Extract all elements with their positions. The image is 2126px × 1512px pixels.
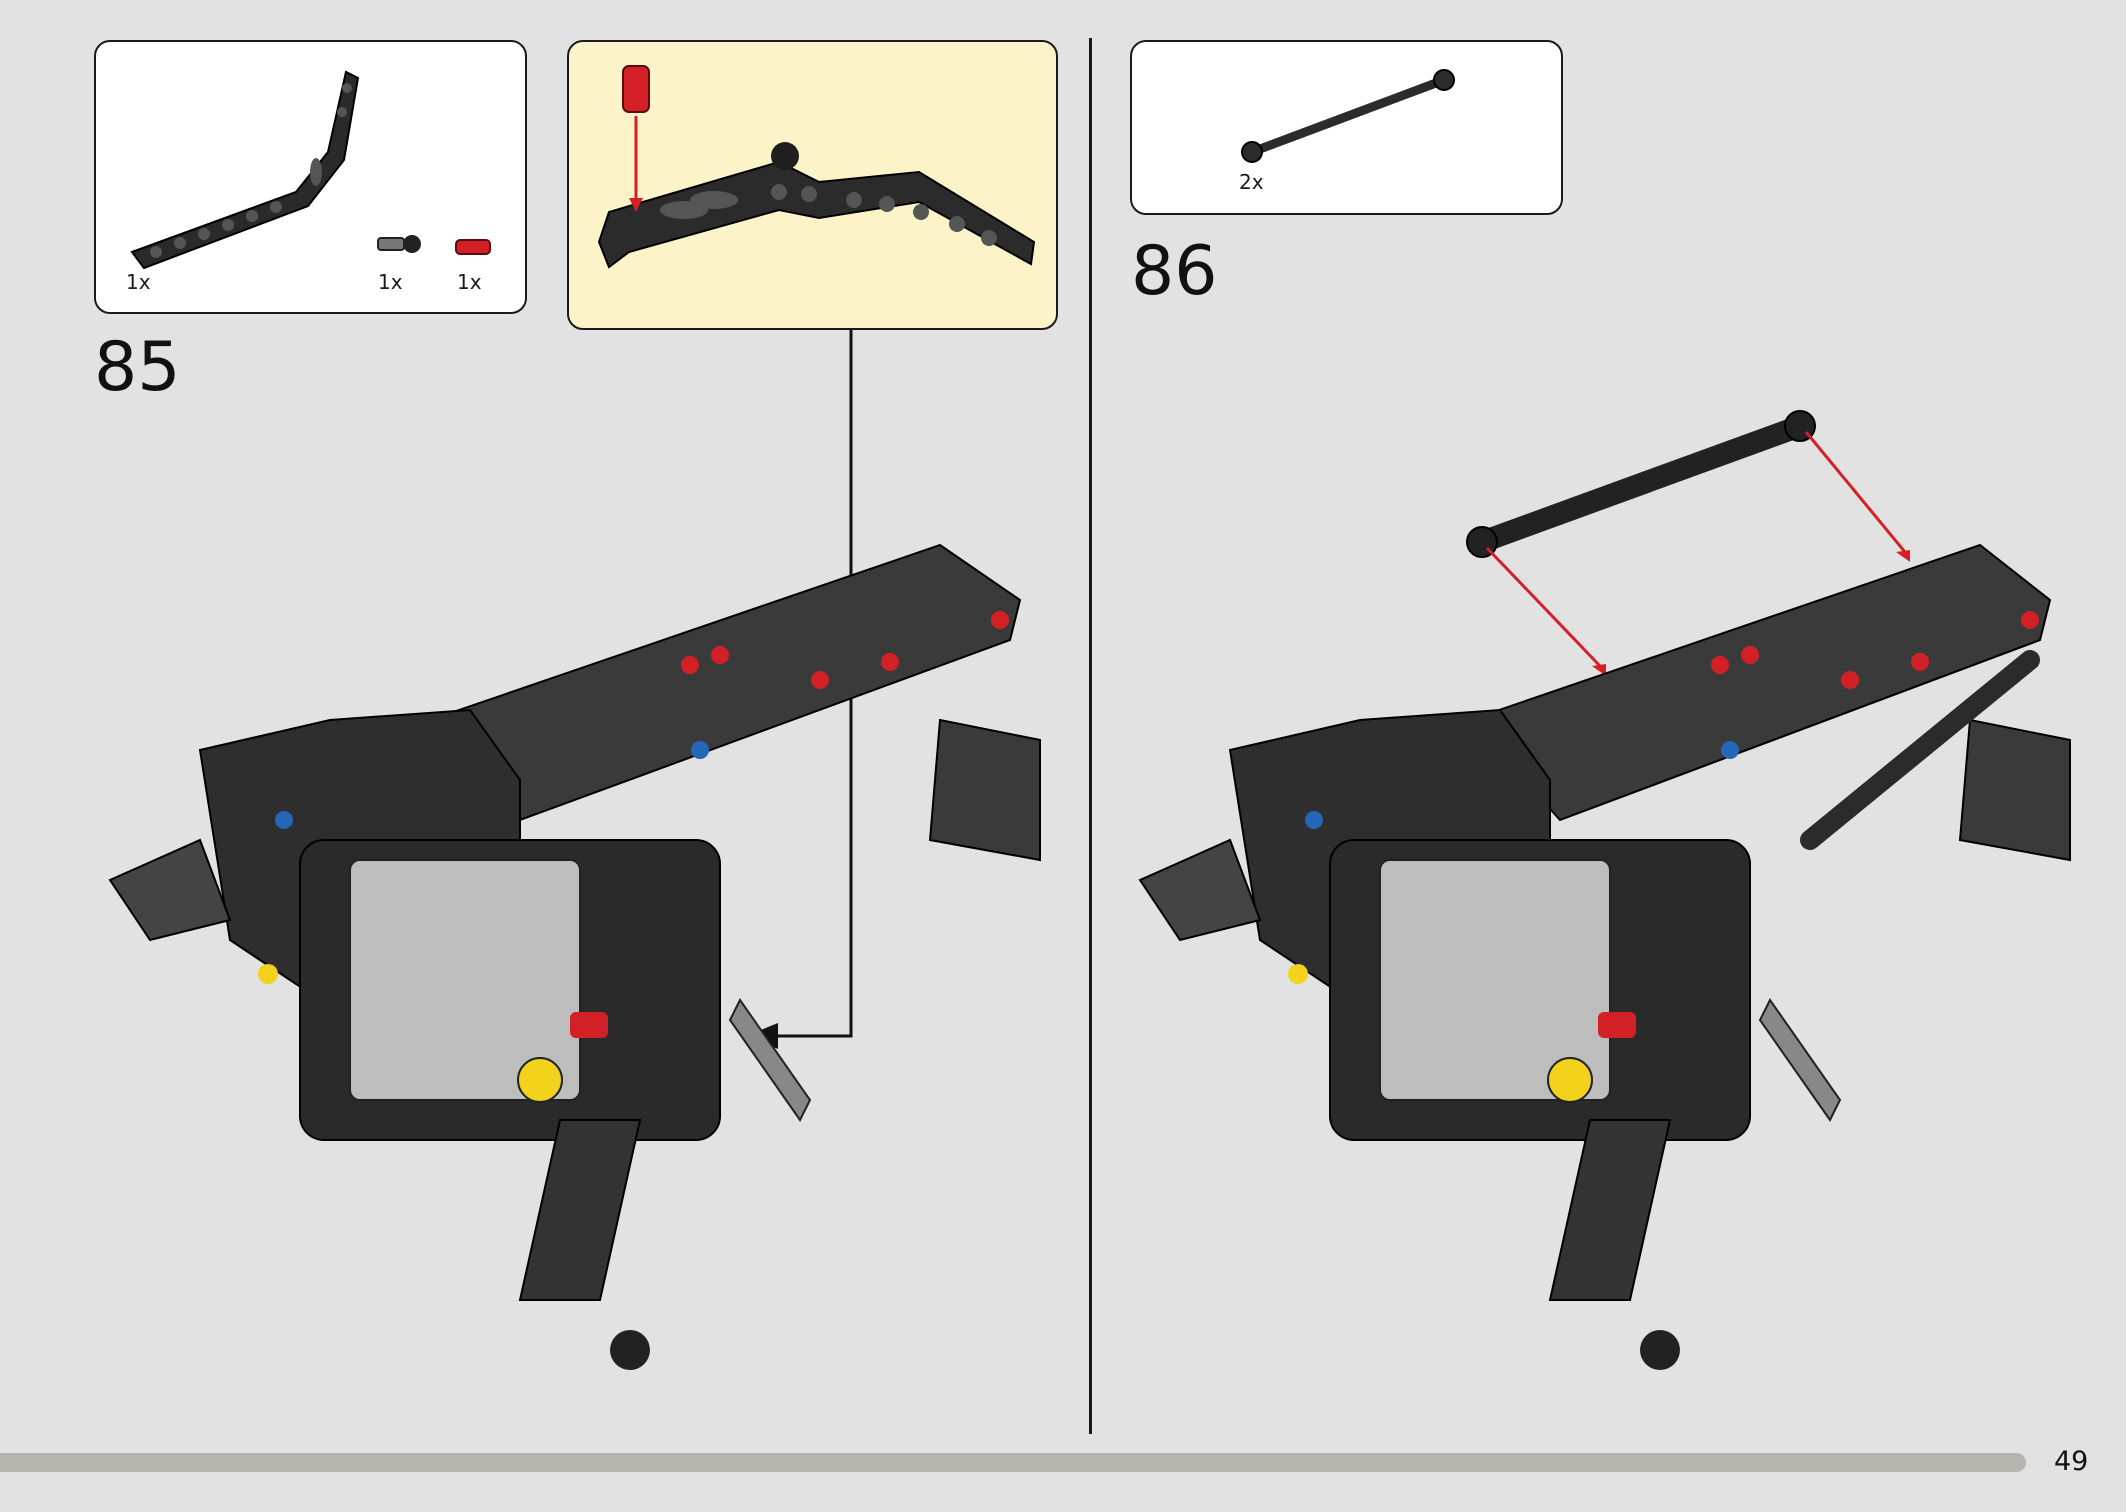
page-number: 49 (2054, 1446, 2089, 1477)
subassembly-box (567, 40, 1058, 330)
bent-liftarm-icon (130, 70, 360, 270)
axle-pin-ball-icon (377, 235, 421, 253)
part-quantity: 1x (126, 270, 151, 294)
part-quantity: 2x (1239, 170, 1264, 194)
step-number-86: 86 (1131, 232, 1218, 311)
step-divider (1089, 38, 1092, 1434)
progress-bar (0, 1453, 2026, 1472)
step-number-85: 85 (94, 328, 181, 407)
link-rod-icon (1241, 69, 1455, 163)
model-illustration-step-85 (108, 543, 1041, 1370)
part-quantity: 1x (378, 270, 403, 294)
parts-list-box-step-86: 2x (1130, 40, 1563, 215)
red-pin-icon (455, 239, 491, 255)
parts-list-box-step-85: 1x 1x 1x (94, 40, 527, 314)
part-quantity: 1x (457, 270, 482, 294)
subassembly-illustration (597, 65, 1036, 269)
model-illustration-step-86 (1138, 410, 2071, 1370)
